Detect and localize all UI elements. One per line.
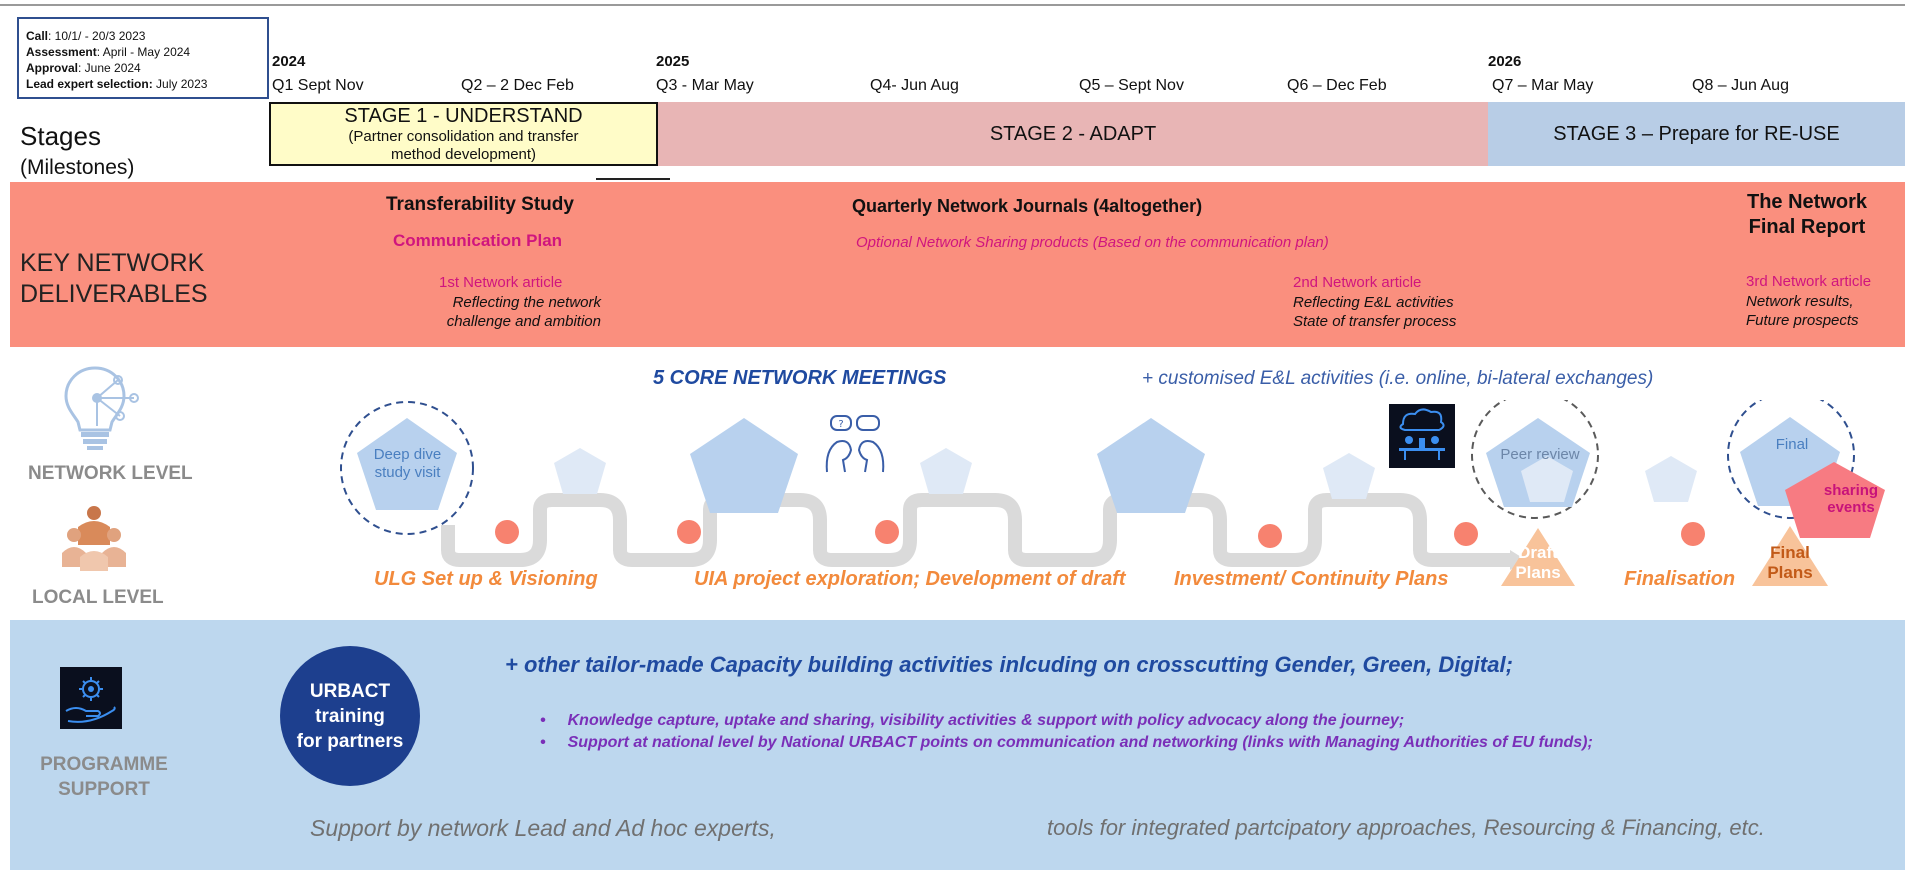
urbact-training-circle: URBACT training for partners	[280, 646, 420, 786]
quarter-label: Q6 – Dec Feb	[1287, 77, 1387, 94]
milestone-dot	[1681, 522, 1705, 546]
quarter-label: Q7 – Mar May	[1492, 77, 1594, 94]
quarter-label: Q5 – Sept Nov	[1079, 77, 1184, 94]
quarter-label: Q2 – 2 Dec Feb	[461, 77, 574, 94]
quarterly-journals: Quarterly Network Journals (4altogether)	[852, 196, 1203, 216]
stage-2-title: STAGE 2 - ADAPT	[989, 122, 1157, 145]
call-info-box: Call: 10/1/ - 20/3 2023 Assessment: Apri…	[17, 17, 269, 99]
sharing-events-pentagon	[1785, 462, 1885, 538]
quarter-label: Q8 – Jun Aug	[1692, 77, 1789, 94]
final-circle	[1727, 400, 1855, 519]
milestone-dot	[1454, 522, 1478, 546]
stage-1-box: STAGE 1 - UNDERSTAND (Partner consolidat…	[269, 102, 658, 166]
discussion-icon: ?	[825, 415, 885, 473]
support-lead-experts: Support by network Lead and Ad hoc exper…	[310, 815, 776, 841]
deliverables-label: KEY NETWORK DELIVERABLES	[20, 249, 208, 308]
small-pentagon	[1521, 456, 1573, 502]
small-pentagon	[554, 448, 606, 494]
stage-1-subtitle: (Partner consolidation and transfer meth…	[348, 127, 579, 163]
programme-support-label: PROGRAMME SUPPORT	[40, 754, 168, 800]
stages-label: Stages	[20, 121, 101, 151]
article-1-description: Reflecting the network challenge and amb…	[446, 294, 601, 330]
quarter-label: Q4- Jun Aug	[870, 77, 959, 94]
journey-path	[441, 493, 1515, 567]
top-rule	[0, 4, 1905, 6]
phase-finalisation: Finalisation	[1624, 568, 1736, 590]
support-tools: tools for integrated partcipatory approa…	[1047, 815, 1765, 840]
peer-review-circle	[1471, 400, 1599, 519]
small-pentagon	[920, 448, 972, 494]
meeting-pentagon	[1097, 418, 1205, 513]
local-level-label: LOCAL LEVEL	[32, 587, 164, 608]
stage-divider	[596, 178, 670, 180]
draft-plans-label: Draft Plans	[1515, 543, 1561, 582]
bullet-item: •Support at national level by National U…	[540, 734, 1593, 751]
article-1: 1st Network article	[439, 274, 563, 291]
phase-investment-plans: Investment/ Continuity Plans	[1174, 568, 1449, 590]
year-label: 2024	[272, 53, 306, 70]
quarter-label: Q1 Sept Nov	[272, 77, 364, 94]
meeting-pentagon	[690, 418, 798, 513]
phase-ulg-setup: ULG Set up & Visioning	[374, 568, 598, 590]
year-label: 2025	[656, 53, 690, 70]
article-2-description: Reflecting E&L activities State of trans…	[1293, 294, 1457, 330]
phase-uia-exploration: UIA project exploration; Development of …	[694, 568, 1126, 590]
support-hand-gear-icon	[60, 667, 122, 729]
online-meeting-icon	[1389, 404, 1455, 468]
stage-2-box: STAGE 2 - ADAPT	[658, 102, 1488, 166]
optional-sharing-products: Optional Network Sharing products (Based…	[856, 234, 1329, 251]
milestone-dot	[1258, 524, 1282, 548]
article-3: 3rd Network article	[1746, 273, 1872, 290]
lightbulb-network-icon	[64, 366, 139, 450]
milestones-label: (Milestones)	[20, 156, 135, 179]
final-plans-triangle	[1752, 526, 1828, 586]
final-plans-label: Final Plans	[1767, 543, 1813, 582]
network-level-label: NETWORK LEVEL	[28, 463, 193, 484]
deep-dive-label: Deep dive study visit	[373, 446, 442, 481]
customised-activities: + customised E&L activities (i.e. online…	[1142, 368, 1654, 389]
svg-text:?: ?	[838, 419, 843, 430]
deep-dive-circle	[340, 401, 474, 535]
article-3-description: Network results, Future prospects	[1746, 293, 1859, 329]
milestone-dot	[495, 520, 519, 544]
local-community-icon	[62, 506, 126, 571]
deliverables-band	[10, 182, 1905, 347]
communication-plan: Communication Plan	[393, 231, 563, 250]
stage-3-title: STAGE 3 – Prepare for RE-USE	[1553, 122, 1840, 145]
final-meeting-label: Final	[1775, 436, 1809, 453]
bullet-item: •Knowledge capture, uptake and sharing, …	[540, 712, 1405, 729]
meeting-pentagon	[357, 418, 457, 510]
small-pentagon	[1323, 453, 1375, 499]
year-label: 2026	[1488, 53, 1522, 70]
article-2: 2nd Network article	[1293, 274, 1422, 291]
capacity-building-heading: + other tailor-made Capacity building ac…	[505, 652, 1513, 677]
peer-review-label: Peer review	[1500, 446, 1580, 463]
stage-1-title: STAGE 1 - UNDERSTAND	[344, 104, 583, 127]
small-pentagon	[1645, 456, 1697, 502]
milestone-dot	[875, 520, 899, 544]
sharing-events-label: sharing events	[1823, 482, 1879, 516]
draft-plans-triangle	[1501, 528, 1575, 586]
stage-3-box: STAGE 3 – Prepare for RE-USE	[1488, 102, 1905, 166]
milestone-dot	[677, 520, 701, 544]
final-report: The Network Final Report	[1746, 191, 1868, 238]
quarter-label: Q3 - Mar May	[656, 77, 754, 94]
journey-diagram	[340, 400, 1885, 586]
transferability-study: Transferability Study	[386, 194, 574, 215]
core-meetings-title: 5 CORE NETWORK MEETINGS	[653, 367, 947, 389]
